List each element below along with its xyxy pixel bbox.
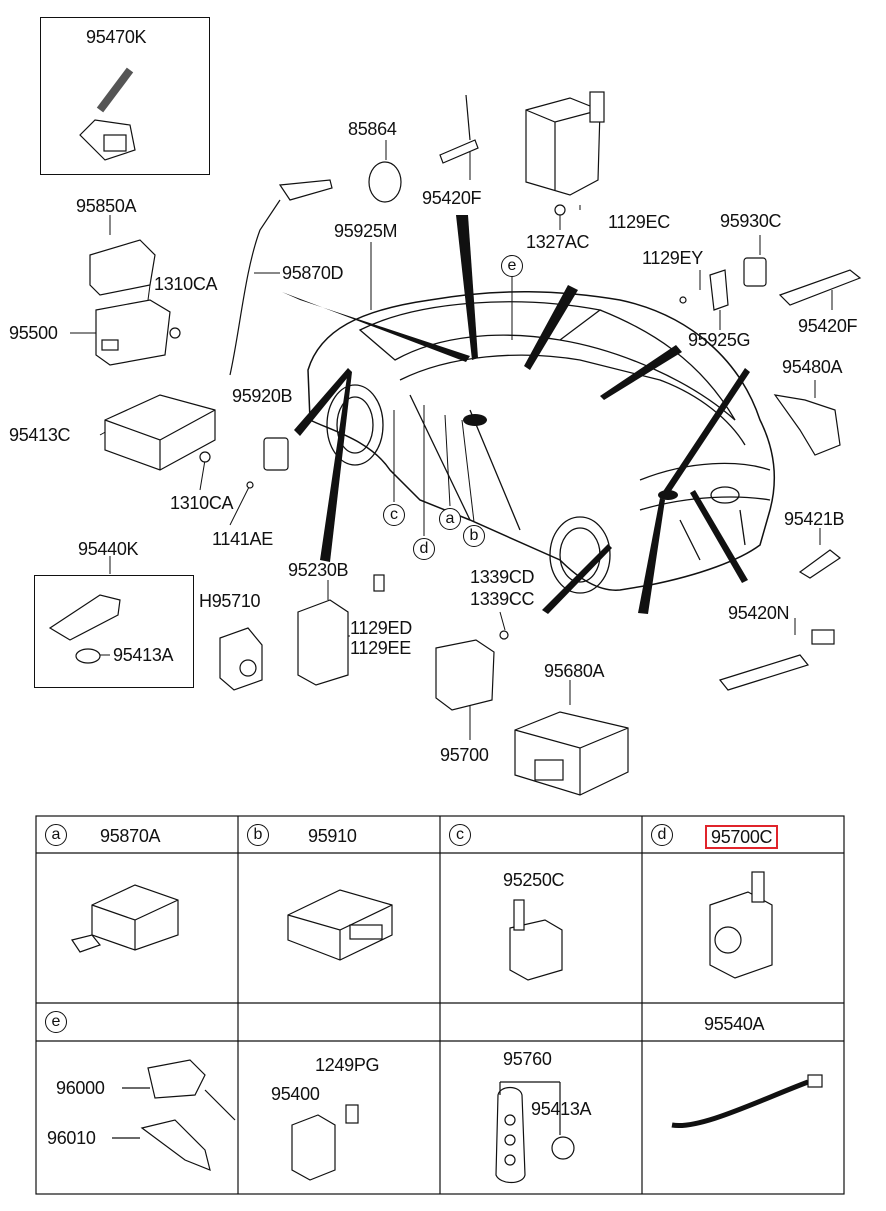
part-label-1339CD: 1339CD [470, 567, 535, 587]
part-label-95480A: 95480A [782, 357, 843, 377]
table-label-95400: 95400 [271, 1084, 320, 1104]
table-label-95250C: 95250C [503, 870, 565, 890]
part-label-95230B: 95230B [288, 560, 349, 580]
callout-e: e [501, 255, 523, 277]
part-label-95420F: 95420F [422, 188, 482, 208]
table-callout-c: c [449, 824, 471, 846]
table-callout-d: d [651, 824, 673, 846]
part-label-1129ED: 1129ED [350, 618, 412, 638]
table-callout-b: b [247, 824, 269, 846]
table-callout-e: e [45, 1011, 67, 1033]
part-box-95470K [40, 17, 210, 175]
part-label-95680A: 95680A [544, 661, 605, 681]
part-label-1129EE: 1129EE [350, 638, 411, 658]
part-label-1129EY: 1129EY [642, 248, 703, 268]
part-label-95421B: 95421B [784, 509, 845, 529]
part-label-H95710: H95710 [199, 591, 261, 611]
part-label-1310CA-lower: 1310CA [170, 493, 234, 513]
callout-a: a [439, 508, 461, 530]
table-label-95700C-highlighted: 95700C [705, 825, 779, 849]
part-label-95413C: 95413C [9, 425, 71, 445]
table-callout-a: a [45, 824, 67, 846]
part-label-95850A: 95850A [76, 196, 137, 216]
part-label-95420F-right: 95420F [798, 316, 858, 336]
callout-c: c [383, 504, 405, 526]
part-label-95700: 95700 [440, 745, 489, 765]
part-label-85864: 85864 [348, 119, 397, 139]
part-label-95925G: 95925G [688, 330, 751, 350]
table-label-95870A: 95870A [100, 826, 161, 846]
part-label-95930C: 95930C [720, 211, 782, 231]
part-label-95925M: 95925M [334, 221, 398, 241]
table-label-96000: 96000 [56, 1078, 105, 1098]
table-label-96010: 96010 [47, 1128, 96, 1148]
part-label-1141AE: 1141AE [212, 529, 273, 549]
table-label-95540A: 95540A [704, 1014, 765, 1034]
table-label-95910: 95910 [308, 826, 357, 846]
part-label-1129EC: 1129EC [608, 212, 670, 232]
part-label-95420N: 95420N [728, 603, 790, 623]
table-label-1249PG: 1249PG [315, 1055, 380, 1075]
part-label-1327AC: 1327AC [526, 232, 590, 252]
table-label-95760: 95760 [503, 1049, 552, 1069]
part-label-95500: 95500 [9, 323, 58, 343]
part-label-95920B: 95920B [232, 386, 293, 406]
callout-b: b [463, 525, 485, 547]
part-label-95440K: 95440K [78, 539, 139, 559]
callout-d: d [413, 538, 435, 560]
part-label-95413A: 95413A [113, 645, 174, 665]
part-label-1310CA: 1310CA [154, 274, 218, 294]
part-label-95470K: 95470K [86, 27, 147, 47]
table-label-95413A: 95413A [531, 1099, 592, 1119]
part-label-1339CC: 1339CC [470, 589, 535, 609]
part-box-95440K [34, 575, 194, 688]
part-label-95870D: 95870D [282, 263, 344, 283]
